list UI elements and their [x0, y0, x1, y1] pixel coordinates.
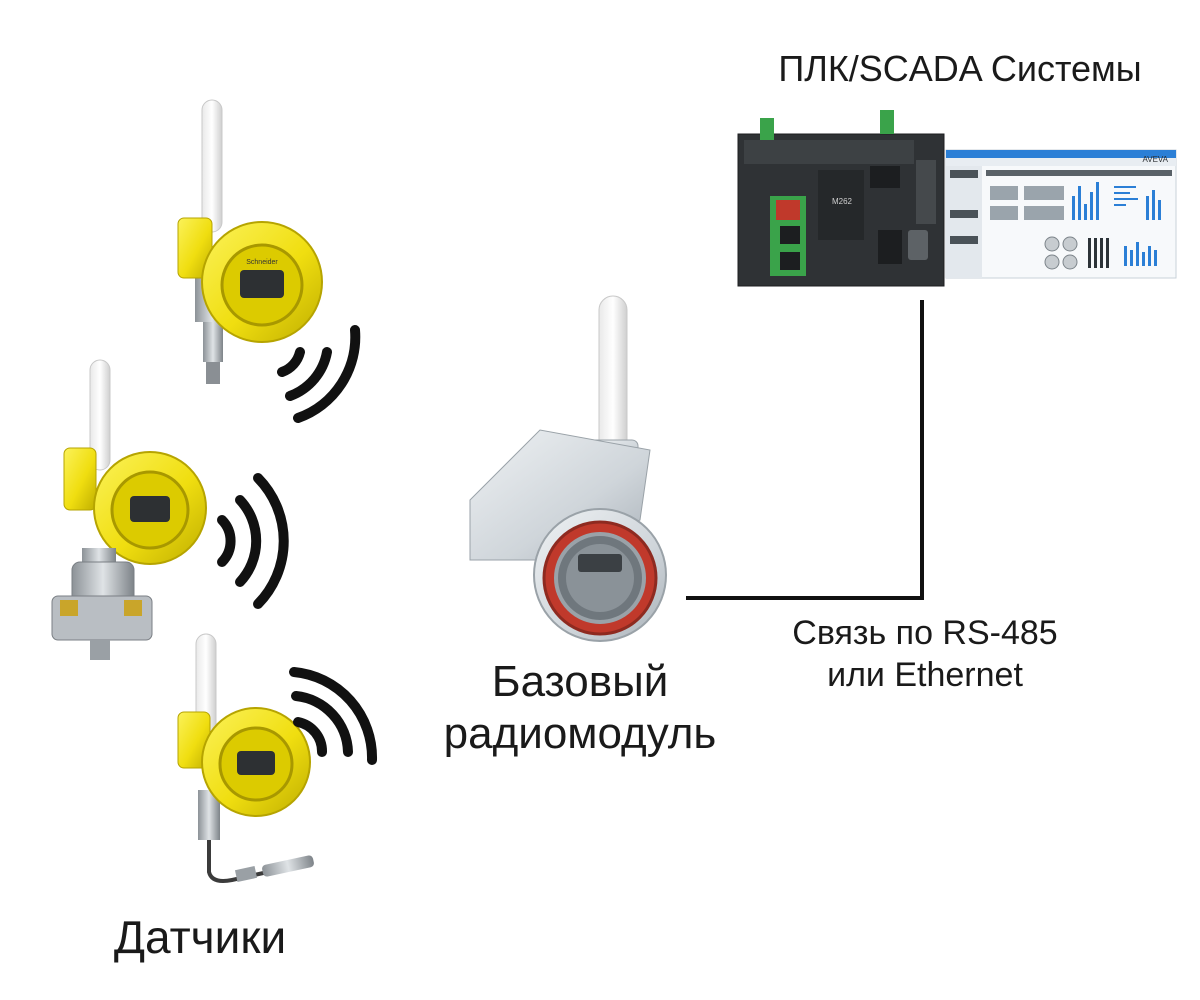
antenna-icon: [598, 295, 628, 465]
connection-label-line2: или Ethernet: [827, 656, 1023, 694]
plc-scada-label: ПЛК/SCADA Системы: [778, 48, 1142, 89]
plc-model-mark: M262: [832, 197, 853, 206]
base-module-label: Базовый радиомодуль: [400, 656, 760, 760]
antenna-icon: [201, 99, 223, 233]
sensors-label: Датчики: [113, 911, 287, 963]
connection-label-line1: Связь по RS-485: [792, 614, 1058, 652]
sensor-1: Schneider: [177, 99, 323, 384]
antenna-icon: [89, 359, 111, 471]
sensor-brand-mark: Schneider: [246, 259, 278, 266]
radio-waves-icon: [289, 667, 378, 765]
base-module-label-line1: Базовый: [491, 657, 669, 706]
scada-screen-icon: AVEVA: [945, 149, 1177, 279]
connection-line: [686, 300, 924, 600]
connection-label: Связь по RS-485 или Ethernet: [720, 612, 1130, 696]
base-module-label-line2: радиомодуль: [443, 709, 717, 758]
sensor-3: [177, 633, 314, 883]
plc-icon: M262: [737, 110, 945, 287]
scada-brand-mark: AVEVA: [1143, 155, 1169, 164]
sensor-2: [51, 359, 207, 660]
radio-waves-icon: [277, 325, 361, 423]
radio-waves-icon: [217, 473, 289, 609]
base-radio-module: [469, 295, 667, 642]
